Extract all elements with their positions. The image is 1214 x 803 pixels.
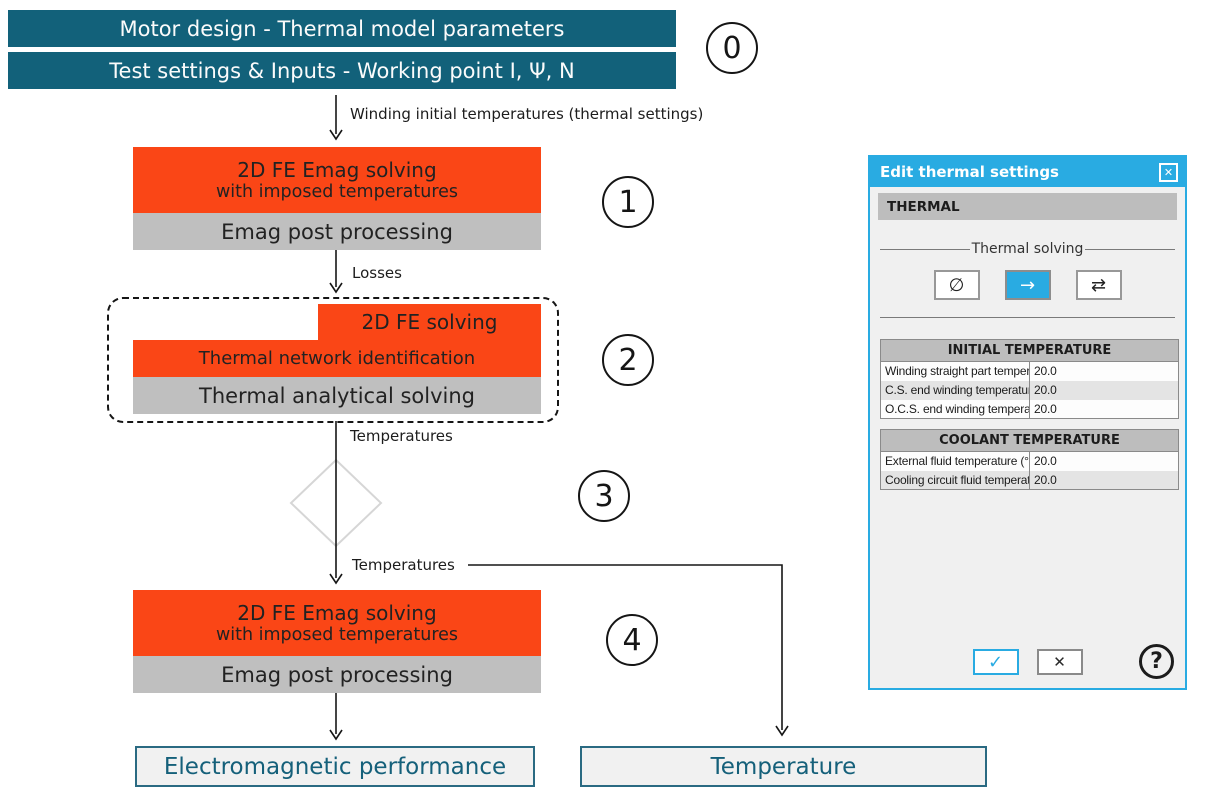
banner-motor-design: Motor design - Thermal model parameters bbox=[8, 10, 676, 47]
arrowhead bbox=[329, 129, 343, 141]
dialog-title: Edit thermal settings bbox=[880, 163, 1059, 181]
table-header-row: COOLANT TEMPERATURE bbox=[880, 429, 1179, 452]
solve-mode-one-way-button[interactable]: → bbox=[1004, 270, 1051, 300]
table-row: Cooling circuit fluid temperature (°C) 2… bbox=[880, 470, 1179, 490]
step-badge-2: 2 bbox=[602, 334, 654, 386]
banner-motor-design-label: Motor design - Thermal model parameters bbox=[119, 16, 565, 41]
label-temperatures-out: Temperatures bbox=[352, 556, 455, 574]
step-badge-0: 0 bbox=[706, 22, 758, 74]
coolant-temperature-table: COOLANT TEMPERATURE External fluid tempe… bbox=[880, 429, 1179, 490]
step-number: 2 bbox=[618, 342, 638, 378]
label-winding-initial-temperatures: Winding initial temperatures (thermal se… bbox=[350, 105, 704, 123]
step-badge-1: 1 bbox=[602, 176, 654, 228]
block-emag-solving-1: 2D FE Emag solving with imposed temperat… bbox=[133, 147, 541, 213]
param-value-field[interactable]: 20.0 bbox=[1029, 399, 1179, 419]
block-emag-post-1: Emag post processing bbox=[133, 213, 541, 250]
block-emag-solving-1-line1: 2D FE Emag solving bbox=[237, 157, 437, 182]
param-value-field[interactable]: 20.0 bbox=[1029, 380, 1179, 400]
initial-temperature-table: INITIAL TEMPERATURE Winding straight par… bbox=[880, 339, 1179, 419]
step-badge-4: 4 bbox=[606, 614, 658, 666]
thermal-solving-group-legend: Thermal solving bbox=[880, 241, 1176, 257]
param-value-field[interactable]: 20.0 bbox=[1029, 451, 1179, 471]
thermal-solving-mode-buttons: ∅ → ⇄ bbox=[870, 270, 1185, 300]
label-losses: Losses bbox=[352, 264, 402, 282]
table-row: External fluid temperature (°C) 20.0 bbox=[880, 451, 1179, 471]
param-label: Winding straight part temperature (°C) bbox=[880, 361, 1030, 381]
initial-temperature-header: INITIAL TEMPERATURE bbox=[880, 339, 1179, 362]
solve-mode-iterative-button[interactable]: ⇄ bbox=[1075, 270, 1122, 300]
edit-thermal-settings-dialog: Edit thermal settings ✕ THERMAL Thermal … bbox=[868, 155, 1187, 690]
question-mark-icon: ? bbox=[1150, 649, 1163, 674]
legend-line-left bbox=[880, 248, 970, 250]
section-header-thermal: THERMAL bbox=[878, 193, 1177, 220]
param-value-field[interactable]: 20.0 bbox=[1029, 470, 1179, 490]
solve-mode-none-button[interactable]: ∅ bbox=[933, 270, 980, 300]
param-label: External fluid temperature (°C) bbox=[880, 451, 1030, 471]
output-electromagnetic-performance: Electromagnetic performance bbox=[135, 746, 535, 787]
param-label: O.C.S. end winding temperature (°C) bbox=[880, 399, 1030, 419]
group-bottom-line bbox=[880, 317, 1175, 318]
table-row: Winding straight part temperature (°C) 2… bbox=[880, 361, 1179, 381]
table-header-row: INITIAL TEMPERATURE bbox=[880, 339, 1179, 362]
table-row: C.S. end winding temperature (°C) 20.0 bbox=[880, 380, 1179, 400]
banner-test-settings-label: Test settings & Inputs - Working point I… bbox=[109, 58, 575, 83]
help-button[interactable]: ? bbox=[1139, 644, 1174, 679]
output-temperature: Temperature bbox=[580, 746, 987, 787]
thermal-group-outline bbox=[107, 297, 559, 423]
block-emag-solving-4: 2D FE Emag solving with imposed temperat… bbox=[133, 590, 541, 656]
section-header-label: THERMAL bbox=[887, 198, 960, 215]
cross-icon: ✕ bbox=[1053, 653, 1066, 671]
block-thermal-analytical-solving: Thermal analytical solving bbox=[133, 377, 541, 414]
coolant-temperature-header: COOLANT TEMPERATURE bbox=[880, 429, 1179, 452]
table-row: O.C.S. end winding temperature (°C) 20.0 bbox=[880, 399, 1179, 419]
two-way-arrows-icon: ⇄ bbox=[1090, 274, 1107, 296]
block-emag-post-4: Emag post processing bbox=[133, 656, 541, 693]
arrowhead bbox=[775, 725, 789, 737]
cancel-button[interactable]: ✕ bbox=[1036, 649, 1083, 675]
arrowhead bbox=[329, 573, 343, 585]
step-number: 1 bbox=[618, 184, 638, 220]
banner-test-settings: Test settings & Inputs - Working point I… bbox=[8, 52, 676, 89]
ok-button[interactable]: ✓ bbox=[972, 649, 1019, 675]
block-emag-solving-4-line1: 2D FE Emag solving bbox=[237, 600, 437, 625]
param-label: Cooling circuit fluid temperature (°C) bbox=[880, 470, 1030, 490]
step-number: 0 bbox=[722, 30, 742, 66]
no-solve-icon: ∅ bbox=[948, 274, 965, 296]
step-number: 3 bbox=[594, 478, 614, 514]
decision-diamond bbox=[289, 458, 383, 548]
close-icon[interactable]: ✕ bbox=[1159, 162, 1178, 182]
label-temperatures-mid: Temperatures bbox=[350, 427, 453, 445]
legend-line-right bbox=[1085, 248, 1176, 250]
step-number: 4 bbox=[622, 622, 642, 658]
step-badge-3: 3 bbox=[578, 470, 630, 522]
param-value-field[interactable]: 20.0 bbox=[1029, 361, 1179, 381]
thermal-solving-label: Thermal solving bbox=[971, 241, 1084, 257]
dialog-action-buttons: ✓ ✕ bbox=[870, 649, 1185, 675]
param-label: C.S. end winding temperature (°C) bbox=[880, 380, 1030, 400]
block-2d-fe-solving: 2D FE solving bbox=[318, 304, 541, 340]
checkmark-icon: ✓ bbox=[987, 651, 1004, 673]
block-emag-solving-4-line2: with imposed temperatures bbox=[215, 624, 459, 645]
dialog-titlebar: Edit thermal settings ✕ bbox=[870, 157, 1185, 187]
one-way-arrow-icon: → bbox=[1019, 274, 1036, 296]
arrowhead bbox=[329, 282, 343, 294]
block-thermal-network-identification: Thermal network identification bbox=[133, 340, 541, 377]
block-emag-solving-1-line2: with imposed temperatures bbox=[215, 181, 459, 202]
arrowhead bbox=[329, 729, 343, 741]
